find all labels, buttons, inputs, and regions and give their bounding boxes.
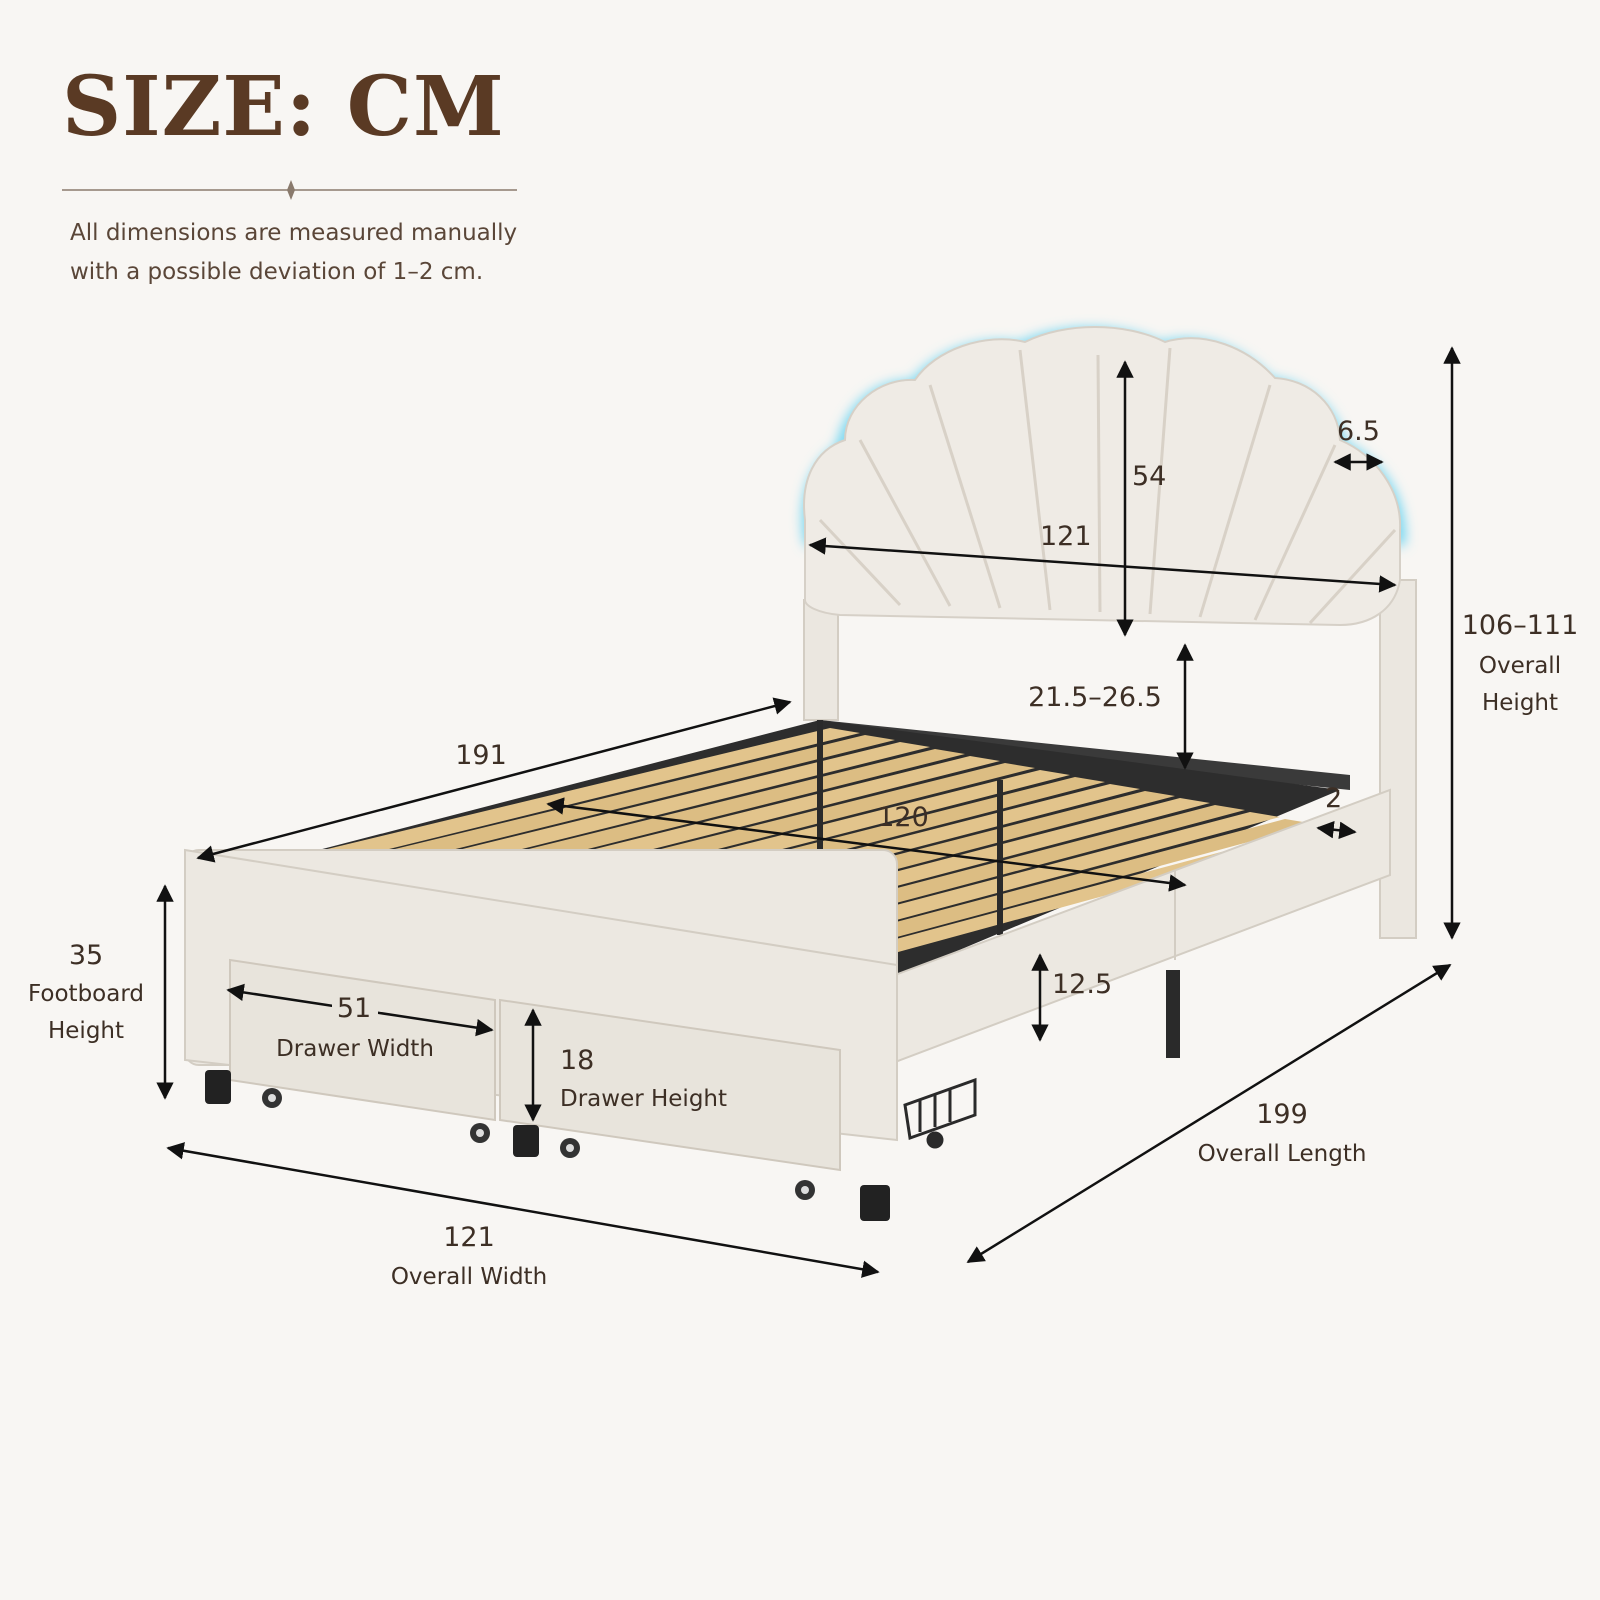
title-divider [62,180,517,200]
measurement-note: All dimensions are measured manually wit… [70,214,517,292]
dim-rail-thickness [1316,820,1357,840]
label-headboard-height: 54 [1132,461,1166,492]
dim-overall-length [966,963,1452,1264]
label-footboard-height-value: 35 [69,940,103,971]
label-drawer-width-text: Drawer Width [276,1036,434,1062]
label-overall-length-text: Overall Length [1198,1141,1367,1167]
dimension-lines [156,346,1461,1278]
label-side-rail-height: 12.5 [1052,969,1112,1000]
leg-front-mid [513,1125,539,1157]
label-footboard-height-text-1: Footboard [28,981,144,1007]
label-drawer-width-value: 51 [337,993,371,1024]
note-line-1: All dimensions are measured manually [70,220,518,246]
label-headboard-width: 121 [1040,521,1092,552]
leg-front-left [205,1070,231,1104]
storage-cart [903,1077,977,1149]
label-overall-length-value: 199 [1256,1099,1308,1130]
page-title: SIZE: CM [62,59,505,155]
note-line-2: with a possible deviation of 1–2 cm. [70,259,484,285]
far-rail [820,720,1350,790]
dim-side-rail-length [196,697,792,863]
label-overall-width-value: 121 [443,1222,495,1253]
label-overall-width-text: Overall Width [391,1264,547,1290]
label-drawer-height-text: Drawer Height [560,1086,727,1112]
dim-headboard-width [808,537,1397,593]
dim-inner-width [546,797,1187,892]
label-drawer-height-value: 18 [560,1045,594,1076]
support-leg [1166,970,1180,1058]
label-overall-height-text-2: Height [1482,690,1558,716]
label-headboard-gap: 21.5–26.5 [1028,682,1162,713]
label-side-rail-length: 191 [455,740,507,771]
headboard-leg-right [1379,579,1417,939]
dim-overall-width [166,1142,880,1278]
label-footboard-height-text-2: Height [48,1018,124,1044]
label-overall-height-value: 106–111 [1462,610,1579,641]
headboard-leg-left [803,599,839,721]
leg-front-right [860,1185,890,1221]
label-headboard-thickness: 6.5 [1337,416,1380,447]
label-inner-width: 120 [877,802,929,833]
bed-illustration [184,326,1417,1221]
label-overall-height-text-1: Overall [1479,653,1561,679]
label-rail-thickness: 2 [1325,783,1342,814]
